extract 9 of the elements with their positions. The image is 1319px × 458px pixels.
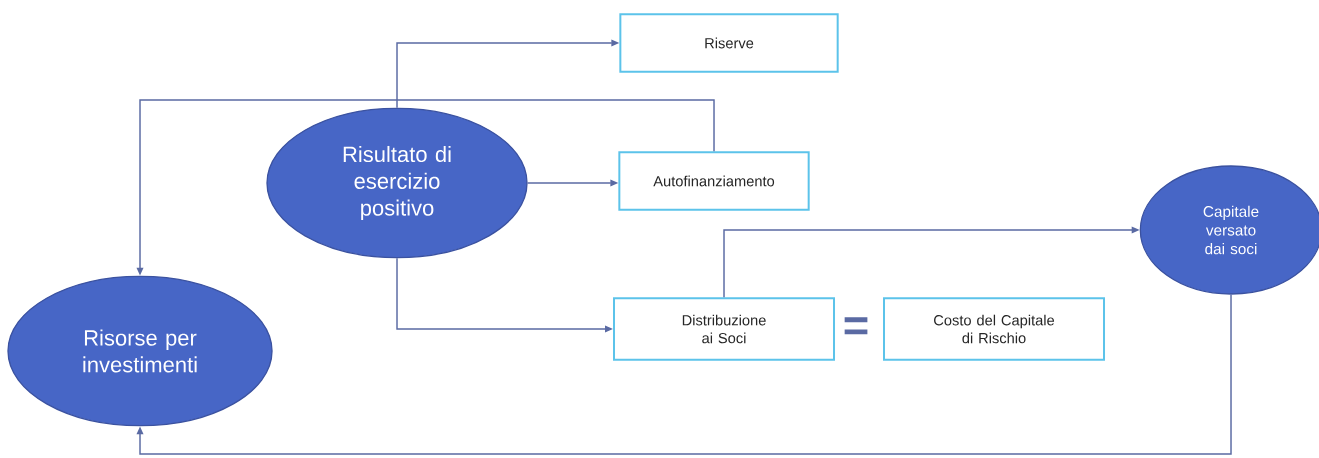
ellipse-node: Risorse per investimenti: [7, 275, 273, 427]
process-box: Autofinanziamento: [618, 151, 810, 211]
process-box: Riserve: [619, 13, 839, 73]
equals-sign: =: [844, 317, 868, 335]
process-box: Distribuzione ai Soci: [613, 297, 835, 361]
ellipse-node: Risultato di esercizio positivo: [266, 107, 528, 259]
arrow: [136, 293, 1232, 455]
ellipse-node: Capitale versato dai soci: [1139, 165, 1319, 295]
process-box: Costo del Capitale di Rischio: [883, 297, 1105, 361]
